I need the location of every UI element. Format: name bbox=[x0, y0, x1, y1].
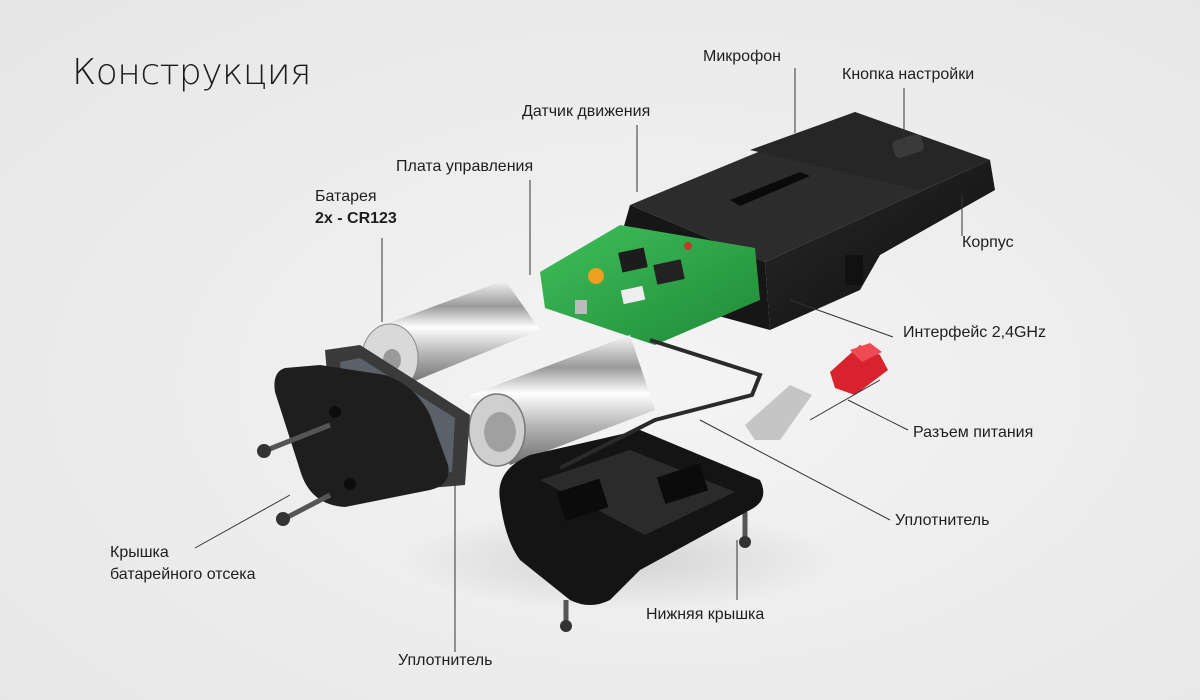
label-battery: Батарея 2x - CR123 bbox=[315, 186, 397, 230]
label-seal-bottom: Уплотнитель bbox=[398, 652, 493, 669]
label-battery-cover-line2: батарейного отсека bbox=[110, 566, 256, 583]
battery-2-shape bbox=[468, 335, 655, 467]
label-seal-right: Уплотнитель bbox=[895, 512, 990, 529]
leader-lines bbox=[194, 68, 963, 652]
screw-1-shape bbox=[257, 422, 331, 458]
page-title: Конструкция bbox=[72, 52, 311, 93]
label-motion-sensor: Датчик движения bbox=[522, 103, 651, 120]
screw-2-shape bbox=[276, 492, 332, 526]
screw-4-shape bbox=[739, 512, 751, 548]
label-power-connector: Разъем питания bbox=[913, 424, 1034, 441]
label-microphone: Микрофон bbox=[703, 48, 781, 65]
label-battery-name: Батарея bbox=[315, 188, 377, 205]
label-battery-cover-line1: Крышка bbox=[110, 544, 169, 561]
label-interface: Интерфейс 2,4GHz bbox=[903, 324, 1046, 341]
battery-cover-shape bbox=[274, 365, 449, 507]
gasket-shape bbox=[559, 338, 763, 470]
label-bottom-cover: Нижняя крышка bbox=[646, 606, 765, 623]
label-control-board: Плата управления bbox=[396, 158, 534, 175]
pcb-shape bbox=[540, 225, 760, 345]
label-housing: Корпус bbox=[962, 234, 1014, 251]
label-battery-spec: 2x - CR123 bbox=[315, 210, 397, 227]
label-setup-button: Кнопка настройки bbox=[842, 66, 975, 83]
label-battery-cover: Крышка батарейного отсека bbox=[110, 542, 256, 586]
screw-3-shape bbox=[560, 600, 572, 632]
power-connector-shape bbox=[745, 343, 888, 440]
bottom-cover-shape bbox=[499, 430, 764, 605]
